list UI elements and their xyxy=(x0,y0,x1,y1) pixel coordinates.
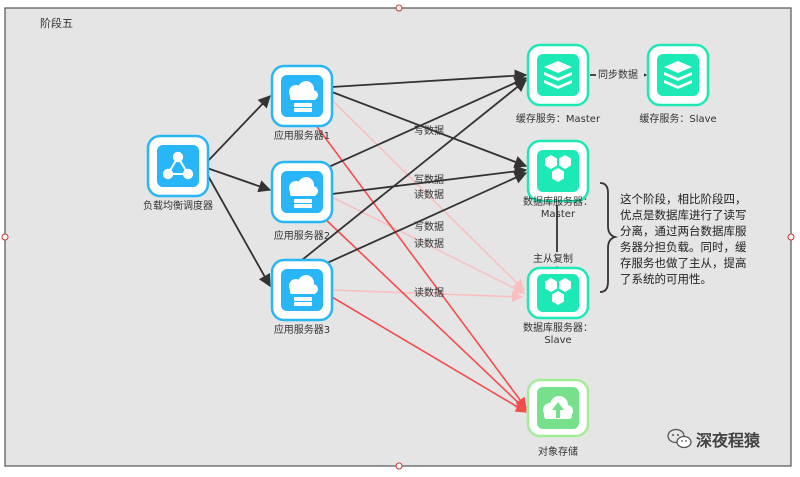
edge-app2-dbslave xyxy=(331,196,526,294)
edge-app1-dbslave xyxy=(331,99,525,291)
label-write-3: 写数据 xyxy=(414,220,444,233)
db-master-label-line2: Master xyxy=(541,209,576,220)
watermark-text: 深夜程猿 xyxy=(696,431,761,450)
cache-master-label: 缓存服务：Master xyxy=(516,112,601,125)
cache-master-node[interactable]: 缓存服务：Master xyxy=(516,43,601,125)
label-read-2: 读数据 xyxy=(414,188,444,201)
app-server-1-node[interactable]: 应用服务器1 xyxy=(270,64,334,142)
edge-app3-dbslave xyxy=(331,289,524,303)
edge-app3-dbmaster xyxy=(315,171,528,269)
note-line-1: 这个阶段，相比阶段四， xyxy=(620,192,747,206)
object-storage-label: 对象存储 xyxy=(538,445,578,458)
note-line-4: 务器分担负载。同时，缓 xyxy=(620,240,747,254)
note-line-3: 分离，通过两台数据库服 xyxy=(620,224,747,238)
watermark: 深夜程猿 xyxy=(667,428,761,450)
note-line-2: 优点是数据库进行了读写 xyxy=(620,208,747,222)
label-master-slave: 主从复制 xyxy=(533,252,573,265)
edge-app3-cache xyxy=(301,79,527,261)
note-line-6: 了系统的可用性。 xyxy=(620,272,712,286)
note-text: 这个阶段，相比阶段四， 优点是数据库进行了读写 分离，通过两台数据库服 务器分担… xyxy=(620,192,747,286)
load-balancer-node[interactable]: 负载均衡调度器 xyxy=(143,134,213,212)
edge-lb-app1 xyxy=(206,95,271,163)
label-read-3: 读数据 xyxy=(414,237,444,250)
db-slave-label-line2: Slave xyxy=(544,335,571,346)
frame-handle-right[interactable] xyxy=(787,233,795,241)
label-read-4: 读数据 xyxy=(414,286,444,299)
edge-app2-storage xyxy=(321,215,527,411)
note-line-5: 存服务也做了主从，提高 xyxy=(620,256,747,270)
label-write-2: 写数据 xyxy=(414,173,444,186)
note-brace xyxy=(599,182,619,293)
edge-labels: 同步数据 写数据 写数据 读数据 写数据 读数据 读数据 主从复制 xyxy=(414,67,644,299)
db-slave-node[interactable]: 数据库服务器： Slave xyxy=(523,266,593,346)
load-balancer-label: 负载均衡调度器 xyxy=(143,199,213,212)
frame-handle-left[interactable] xyxy=(1,233,9,241)
db-master-node[interactable]: 数据库服务器： Master xyxy=(523,139,593,220)
edge-app1-cache xyxy=(331,69,528,88)
stacked-layers-icon xyxy=(657,54,699,96)
app-server-2-node[interactable]: 应用服务器2 xyxy=(270,160,334,242)
edge-lb-app3 xyxy=(206,173,271,288)
app-server-2-label: 应用服务器2 xyxy=(274,229,330,242)
edge-app3-storage xyxy=(331,296,527,413)
cache-slave-node[interactable]: 缓存服务：Slave xyxy=(639,43,717,125)
label-write-1: 写数据 xyxy=(414,124,444,137)
object-storage-node[interactable]: 对象存储 xyxy=(526,378,590,458)
write-edges xyxy=(206,68,648,288)
db-master-label-line1: 数据库服务器： xyxy=(523,195,593,208)
db-slave-label-line1: 数据库服务器： xyxy=(523,321,593,334)
share-nodes-icon xyxy=(157,145,199,187)
frame-title: 阶段五 xyxy=(40,16,73,30)
app-server-3-node[interactable]: 应用服务器3 xyxy=(270,258,334,336)
label-sync: 同步数据 xyxy=(598,68,638,81)
app-server-1-label: 应用服务器1 xyxy=(274,129,330,142)
edge-lb-app2 xyxy=(206,167,272,193)
frame-handle-top[interactable] xyxy=(395,4,403,12)
edge-app1-dbmaster xyxy=(331,91,528,168)
edge-app1-storage xyxy=(311,119,527,409)
wechat-icon xyxy=(667,428,692,449)
frame-handle-bottom[interactable] xyxy=(395,462,403,470)
cache-slave-label: 缓存服务：Slave xyxy=(639,112,716,125)
storage-edges xyxy=(311,119,527,413)
app-server-3-label: 应用服务器3 xyxy=(274,323,330,336)
edge-app2-dbmaster xyxy=(331,165,528,195)
read-edges xyxy=(331,99,526,303)
stacked-layers-icon xyxy=(537,54,579,96)
edge-app2-cache xyxy=(321,76,528,171)
